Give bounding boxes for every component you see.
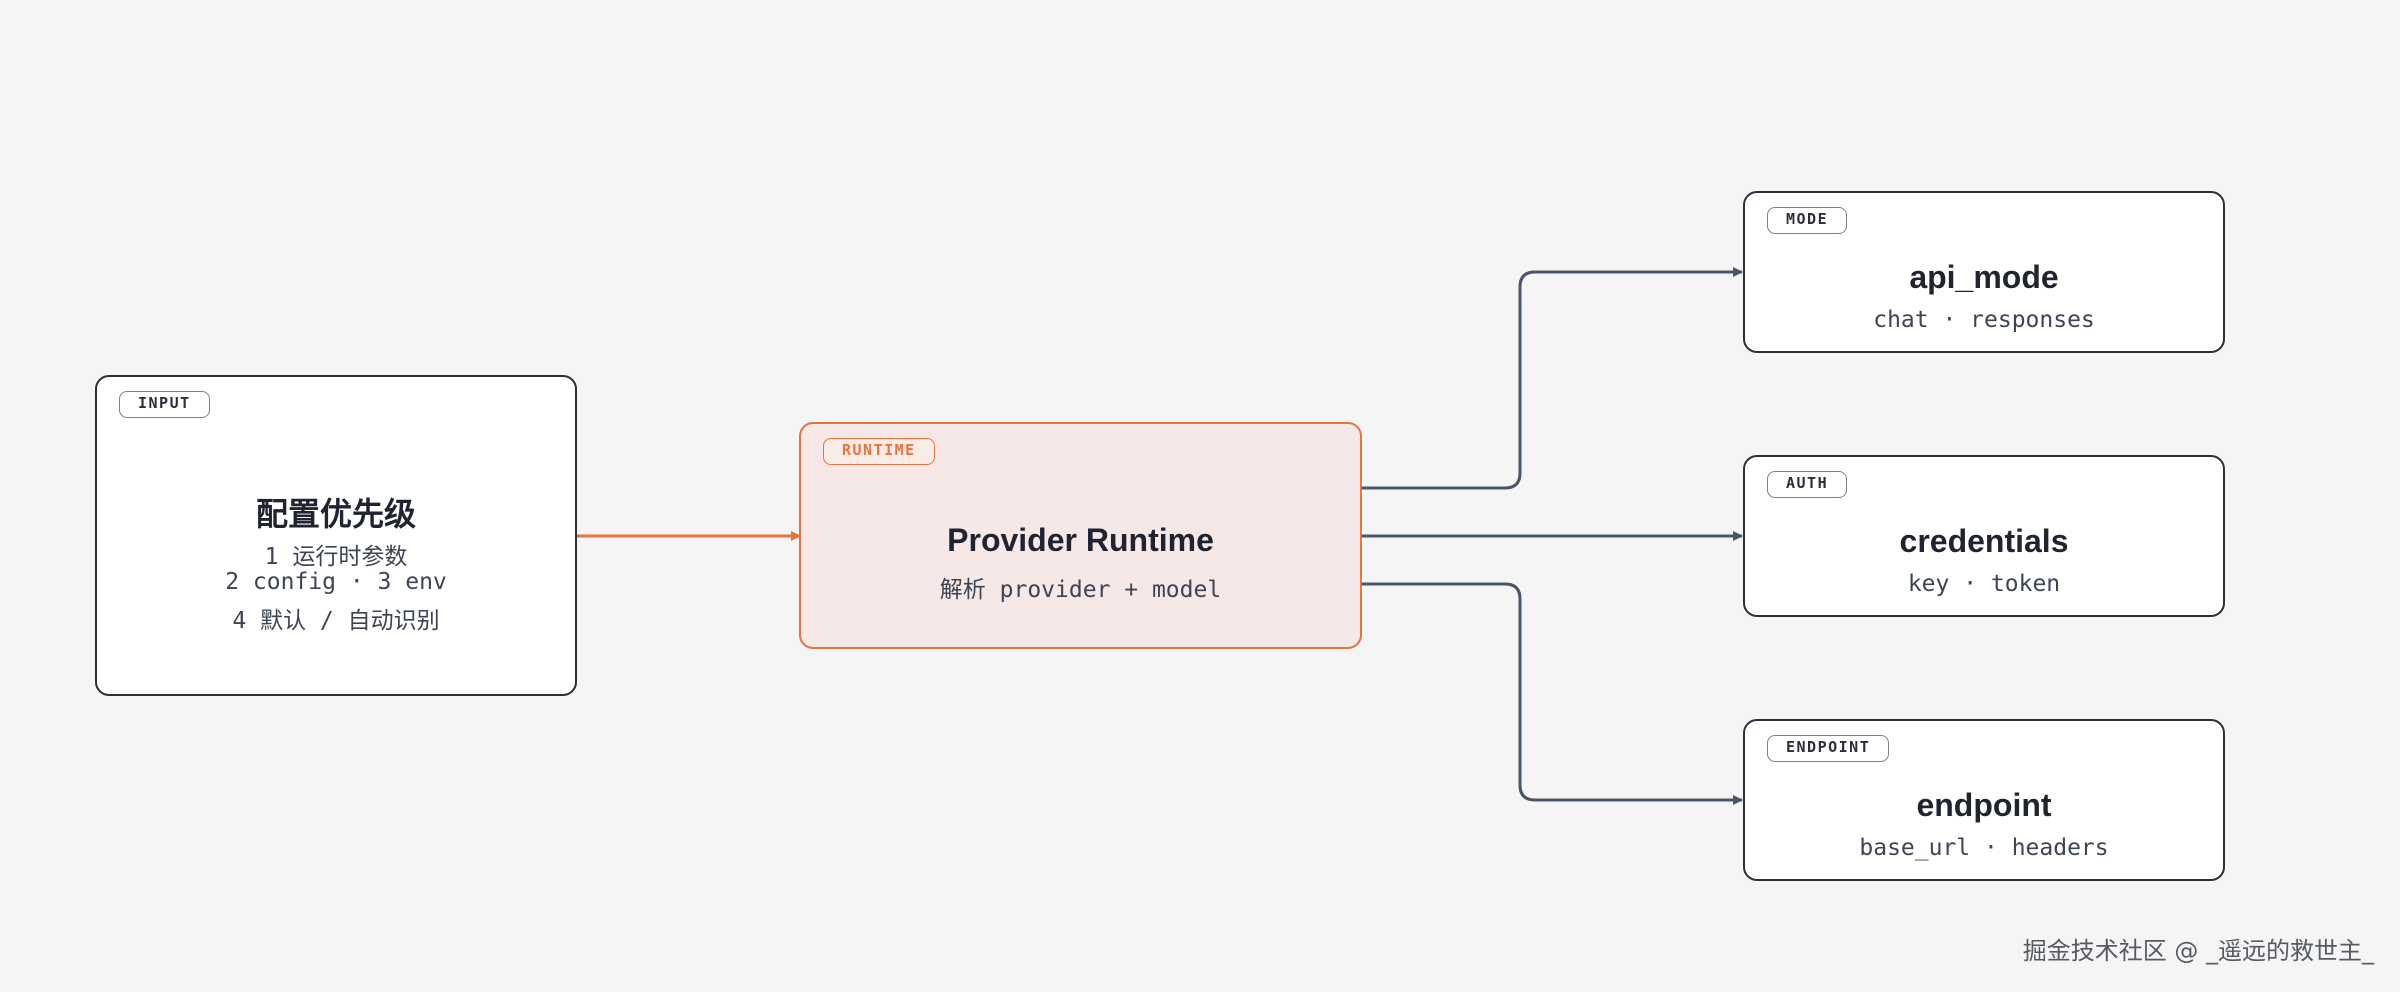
node-subtitle: 解析 provider + model — [939, 577, 1222, 603]
edge-runtime-to-api-mode — [1362, 267, 1743, 490]
node-subtitle: key · token — [1907, 571, 2061, 597]
node-subtitle: chat · responses — [1873, 307, 2095, 333]
node-title: credentials — [1899, 523, 2069, 559]
node-line: 4 默认 / 自动识别 — [232, 608, 440, 634]
node-api-mode[interactable]: MODE api_mode chat · responses — [1743, 191, 2225, 353]
node-tag: AUTH — [1767, 471, 1848, 498]
node-tag: RUNTIME — [823, 438, 935, 465]
node-tag: MODE — [1767, 207, 1848, 234]
node-line: 2 config · 3 env — [225, 569, 447, 595]
node-tag: INPUT — [119, 391, 210, 418]
node-title: api_mode — [1909, 259, 2059, 295]
node-runtime[interactable]: RUNTIME Provider Runtime 解析 provider + m… — [799, 422, 1362, 649]
node-subtitle: base_url · headers — [1859, 835, 2109, 861]
watermark: 掘金技术社区 @ _遥远的救世主_ — [2022, 937, 2374, 965]
node-title: endpoint — [1916, 787, 2052, 823]
edge-runtime-to-endpoint — [1362, 582, 1743, 805]
node-input[interactable]: INPUT 配置优先级 1 运行时参数 2 config · 3 env 4 默… — [95, 375, 577, 696]
node-line: 1 运行时参数 — [264, 544, 408, 570]
node-title: 配置优先级 — [255, 496, 416, 532]
node-credentials[interactable]: AUTH credentials key · token — [1743, 455, 2225, 617]
node-tag: ENDPOINT — [1767, 735, 1890, 762]
node-title: Provider Runtime — [947, 522, 1214, 558]
node-endpoint[interactable]: ENDPOINT endpoint base_url · headers — [1743, 719, 2225, 881]
